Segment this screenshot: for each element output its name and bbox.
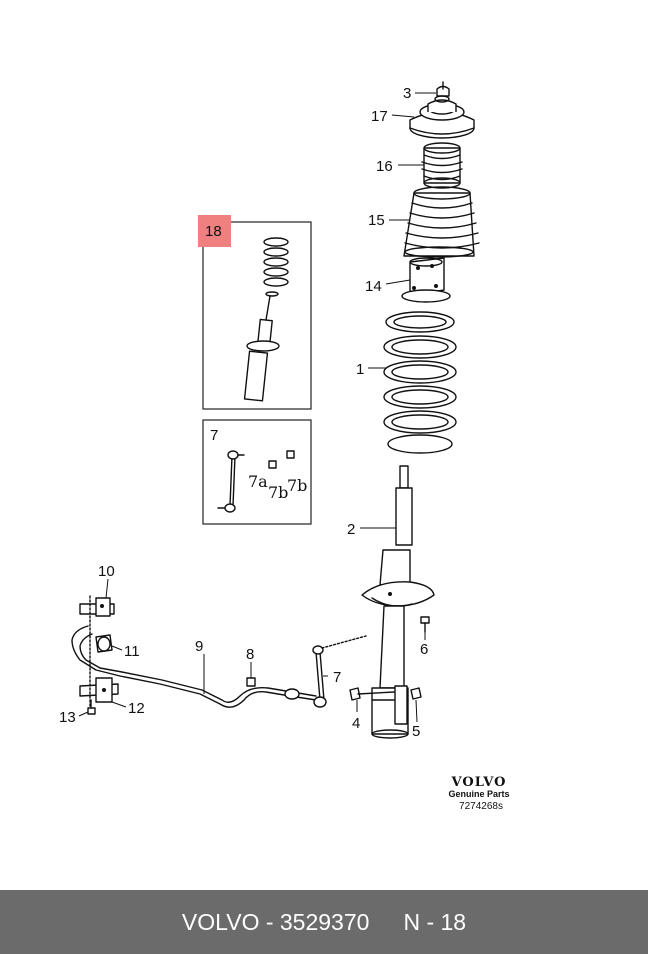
footer-part-number: VOLVO - 3529370 bbox=[181, 908, 370, 935]
shock-absorber-part-2 bbox=[361, 465, 435, 739]
volvo-brand-block: VOLVO Genuine Parts 7274268s bbox=[448, 775, 509, 812]
nut-part-5 bbox=[410, 687, 422, 700]
dust-boot-part-15 bbox=[403, 186, 480, 258]
callout-3: 3 bbox=[403, 85, 411, 102]
strut-assembly bbox=[349, 81, 480, 739]
callout-7a: 7a bbox=[248, 472, 268, 491]
bolt-part-13 bbox=[87, 699, 96, 715]
spring-seat-part-14 bbox=[401, 257, 451, 303]
top-nut-part-3 bbox=[436, 81, 450, 97]
inset-box-part-7 bbox=[202, 419, 312, 525]
callout-6: 6 bbox=[420, 641, 428, 658]
bolt-part-6 bbox=[420, 616, 430, 633]
bracket-part-10 bbox=[79, 597, 115, 617]
callout-5: 5 bbox=[412, 723, 420, 740]
callout-7: 7 bbox=[333, 669, 341, 686]
top-mount-part-17 bbox=[409, 95, 475, 139]
callout-16: 16 bbox=[376, 158, 393, 175]
brand-name: VOLVO bbox=[451, 775, 507, 790]
footer-bar: VOLVO - 3529370 N - 18 bbox=[0, 890, 648, 954]
stabilizer-bar-assembly bbox=[71, 595, 367, 715]
bump-stop-part-16 bbox=[421, 142, 463, 189]
callout-1: 1 bbox=[356, 361, 364, 378]
callout-17: 17 bbox=[371, 108, 388, 125]
coil-spring-part-1 bbox=[383, 311, 457, 454]
brand-code: 7274268s bbox=[459, 801, 503, 812]
bracket-part-12 bbox=[79, 677, 119, 703]
bushing-part-8 bbox=[246, 677, 300, 700]
parts-diagram: 3 17 16 15 14 1 2 6 7 4 5 9 8 10 11 12 1… bbox=[59, 81, 510, 812]
callout-4: 4 bbox=[352, 715, 360, 732]
callout-14: 14 bbox=[365, 278, 382, 295]
callout-12: 12 bbox=[128, 700, 145, 717]
footer-position: N - 18 bbox=[403, 908, 467, 935]
callout-2: 2 bbox=[347, 521, 355, 538]
callout-7b: 7b bbox=[287, 476, 307, 495]
callout-11: 11 bbox=[124, 643, 140, 660]
link-rod-part-7 bbox=[312, 635, 367, 708]
callout-18: 18 bbox=[205, 223, 222, 240]
stabilizer-bar-part-9 bbox=[71, 625, 317, 708]
clamp-bolt-part-4 bbox=[349, 687, 395, 701]
callout-9: 9 bbox=[195, 638, 203, 655]
inset-box-part-18 bbox=[202, 221, 312, 410]
brand-subtitle: Genuine Parts bbox=[448, 789, 509, 799]
callout-8: 8 bbox=[246, 646, 254, 663]
leader-lines bbox=[78, 92, 436, 723]
callout-10: 10 bbox=[98, 563, 115, 580]
bushing-part-11 bbox=[95, 634, 113, 653]
callout-labels: 3 17 16 15 14 1 2 6 7 4 5 9 8 10 11 12 1… bbox=[59, 85, 428, 740]
inset-callout-7: 7 bbox=[210, 427, 218, 444]
callout-13: 13 bbox=[59, 709, 76, 726]
callout-15: 15 bbox=[368, 212, 385, 229]
callout-7b-middle: 7b bbox=[268, 483, 288, 502]
highlight-marker-18 bbox=[198, 215, 231, 247]
